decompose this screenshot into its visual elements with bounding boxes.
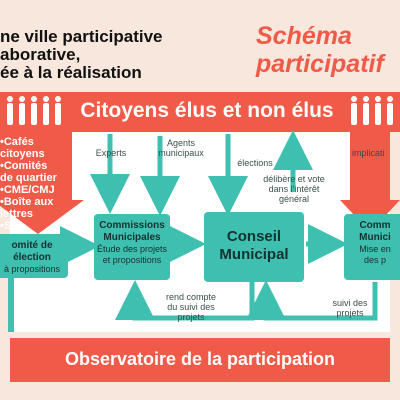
observatoire-label: Observatoire de la participation xyxy=(64,349,336,369)
commissions-title-2: Municipales xyxy=(103,232,161,243)
conseil-municipal-box: Conseil Municipal xyxy=(204,212,304,282)
main-title: ne ville participative aborative, ée à l… xyxy=(0,28,240,82)
delibere-label-1: délibère et vote xyxy=(263,174,325,184)
people-icon xyxy=(7,96,393,125)
right-commissions-box: Comm Munici Mise en des p xyxy=(344,214,400,280)
comite-line-3: à propositions xyxy=(3,264,61,274)
rend-compte-1: rend compte xyxy=(165,292,217,302)
experts-label: Experts xyxy=(95,148,127,158)
agents-label-1: Agents xyxy=(166,138,196,148)
implication-label: implicati xyxy=(352,148,385,158)
right-coral-arrow xyxy=(340,132,400,232)
conseil-title-2: Municipal xyxy=(219,246,289,263)
channel-line-5: •CME/CMJ xyxy=(0,184,55,196)
comite-selection-box: omité de élection à propositions xyxy=(0,234,68,278)
commissions-box: Commissions Municipales Étude des projet… xyxy=(94,214,170,280)
right-sub-2: des p xyxy=(363,255,387,265)
channel-line-3: •Comités xyxy=(0,160,48,172)
delibere-label-3: général xyxy=(278,194,310,204)
channel-line-2: citoyens xyxy=(0,148,45,160)
channel-line-1: •Cafés xyxy=(0,136,34,148)
channel-line-4: de quartier xyxy=(0,172,57,184)
commissions-sub-2: et propositions xyxy=(102,255,162,265)
right-title-2: Munici xyxy=(359,232,391,243)
rend-compte-2: du suivi des xyxy=(167,302,215,312)
channel-line-8: •Site xyxy=(0,220,25,232)
channel-line-7: lettres xyxy=(0,208,34,220)
main-title-line-3: ée à la réalisation xyxy=(0,63,142,82)
agents-label-2: municipaux xyxy=(158,148,204,158)
citizens-band-label: Citoyens élus et non élus xyxy=(80,99,334,122)
rend-compte-3: projets xyxy=(177,312,205,322)
main-title-line-2: aborative, xyxy=(0,45,81,64)
left-coral-arrow xyxy=(0,132,84,234)
main-title-line-1: ne ville participative xyxy=(0,27,163,46)
participation-channels-list: •Cafés citoyens •Comités de quartier •CM… xyxy=(0,136,70,232)
schema-title-line-2: participatif xyxy=(256,50,384,78)
delibere-label: délibère et vote dans l'intérêt général xyxy=(250,174,338,204)
citizens-band xyxy=(0,92,400,132)
suivi-label: suivi des projets xyxy=(326,298,374,318)
commissions-title-1: Commissions xyxy=(99,220,165,231)
comite-line-1: omité de xyxy=(11,240,53,251)
elections-label: élections xyxy=(237,158,273,168)
delibere-label-2: dans l'intérêt xyxy=(268,184,320,194)
left-teal-bar xyxy=(8,270,14,332)
right-title-1: Comm xyxy=(359,220,391,231)
suivi-arrow xyxy=(246,280,378,321)
rend-compte-label: rend compte du suivi des projets xyxy=(156,292,226,322)
suivi-2: projets xyxy=(336,308,364,318)
agents-label: Agents municipaux xyxy=(146,138,216,158)
suivi-1: suivi des xyxy=(332,298,368,308)
comite-line-2: élection xyxy=(13,252,51,263)
schema-title: Schéma participatif xyxy=(256,22,400,78)
commissions-sub-1: Étude des projets xyxy=(96,244,168,254)
conseil-title-1: Conseil xyxy=(226,228,282,245)
schema-title-line-1: Schéma xyxy=(256,22,352,50)
channel-line-6: •Boîte aux xyxy=(0,196,54,208)
observatoire-band xyxy=(10,338,390,382)
right-sub-1: Mise en xyxy=(359,244,391,254)
